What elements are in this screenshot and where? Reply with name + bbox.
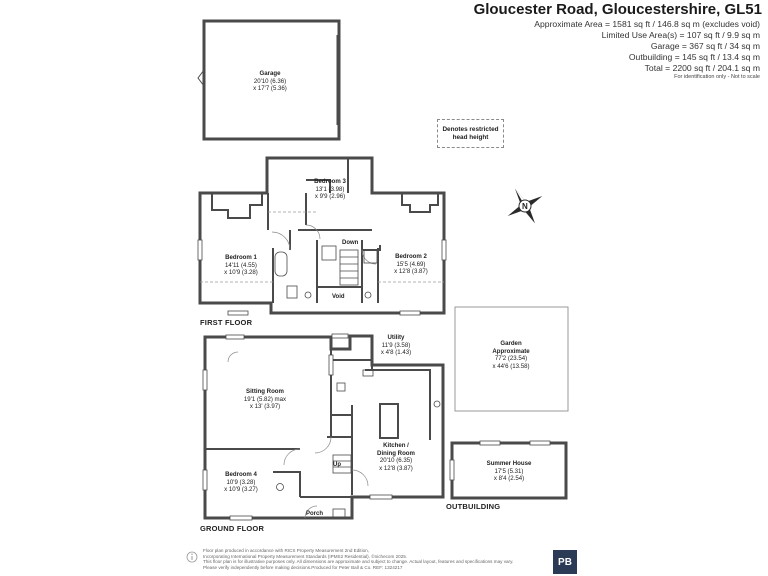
footer-line: Floor plan produced in accordance with R… bbox=[203, 548, 369, 553]
room-dimension: 13'1 (3.98) bbox=[315, 185, 345, 193]
room-bedroom-3: Bedroom 3 13'1 (3.98) x 9'9 (2.96) bbox=[314, 178, 346, 201]
room-dimension: 77'2 (23.54) bbox=[494, 355, 528, 363]
void-label: Void bbox=[332, 294, 345, 300]
area-total: Total = 2200 sq ft / 204.1 sq m bbox=[644, 63, 760, 73]
room-dimension: 20'10 (6.36) bbox=[253, 77, 287, 85]
identification-note: For identification only - Not to scale bbox=[674, 74, 760, 80]
room-dimension: 15'5 (4.69) bbox=[396, 260, 426, 268]
ground-floor-outline bbox=[203, 334, 445, 520]
area-garage: Garage = 367 sq ft / 34 sq m bbox=[650, 41, 760, 51]
room-bedroom-2: Bedroom 2 15'5 (4.69) x 12'8 (3.87) bbox=[394, 253, 428, 276]
room-name: Bedroom 2 bbox=[395, 253, 427, 260]
page-title: Gloucester Road, Gloucestershire, GL51 bbox=[473, 1, 762, 18]
room-bedroom-4: Bedroom 4 10'9 (3.28) x 10'9 (3.27) bbox=[224, 471, 258, 494]
room-dimension: 10'9 (3.28) bbox=[226, 478, 256, 486]
info-icon bbox=[186, 551, 198, 563]
legend-line-1: Denotes restricted bbox=[442, 125, 499, 133]
room-kitchen-dining: Kitchen / Dining Room 20'10 (6.35) x 12'… bbox=[377, 442, 415, 472]
pb-logo: PB bbox=[553, 550, 577, 574]
first-floor-outline bbox=[198, 156, 446, 315]
room-dimension: x 8'4 (2.54) bbox=[493, 475, 525, 483]
room-name: Sitting Room bbox=[246, 388, 284, 395]
area-limited-use: Limited Use Area(s) = 107 sq ft / 9.9 sq… bbox=[601, 30, 760, 40]
room-dimension: 19'1 (5.82) max bbox=[243, 395, 287, 403]
room-name: Garage bbox=[259, 70, 281, 77]
room-name: Bedroom 4 bbox=[225, 471, 257, 478]
compass-icon bbox=[507, 188, 543, 224]
room-name: Utility bbox=[387, 334, 405, 341]
room-dimension: x 44'6 (13.58) bbox=[492, 362, 530, 370]
room-name: Kitchen / bbox=[383, 442, 409, 449]
area-outbuilding: Outbuilding = 145 sq ft / 13.4 sq m bbox=[628, 52, 760, 62]
room-name: Summer House bbox=[486, 460, 532, 467]
room-bedroom-1: Bedroom 1 14'11 (4.55) x 10'9 (3.28) bbox=[224, 254, 258, 277]
room-name: Dining Room bbox=[377, 449, 415, 457]
footer-disclaimer: Floor plan produced in accordance with R… bbox=[203, 548, 555, 570]
room-garage: Garage 20'10 (6.36) x 17'7 (5.36) bbox=[253, 70, 287, 93]
outbuilding-label: OUTBUILDING bbox=[446, 502, 501, 511]
area-approximate: Approximate Area = 1581 sq ft / 146.8 sq… bbox=[534, 19, 760, 29]
stairs-down-label: Down bbox=[342, 240, 359, 246]
room-dimension: 11'9 (3.58) bbox=[381, 341, 411, 349]
room-dimension: x 12'8 (3.87) bbox=[394, 268, 428, 276]
room-dimension: 17'5 (5.31) bbox=[494, 467, 524, 475]
legend-line-2: head height bbox=[452, 133, 489, 141]
room-summer-house: Summer House 17'5 (5.31) x 8'4 (2.54) bbox=[487, 460, 532, 483]
footer-line: Incorporating International Property Mea… bbox=[203, 553, 408, 559]
compass-north-letter: N bbox=[522, 202, 528, 211]
room-dimension: x 4'8 (1.43) bbox=[380, 349, 412, 357]
room-dimension: x 12'8 (3.87) bbox=[379, 464, 413, 472]
first-floor-label: FIRST FLOOR bbox=[200, 318, 253, 327]
garden-outline bbox=[454, 306, 569, 412]
restricted-head-height-legend: Denotes restricted head height bbox=[437, 119, 504, 148]
room-dimension: x 9'9 (2.96) bbox=[314, 193, 346, 201]
garage-outline bbox=[202, 19, 341, 141]
room-dimension: x 17'7 (5.36) bbox=[253, 85, 287, 93]
room-name: Bedroom 3 bbox=[314, 178, 346, 185]
room-dimension: x 10'9 (3.28) bbox=[224, 269, 258, 277]
footer-line: This floor plan is for illustrative purp… bbox=[203, 559, 514, 565]
porch-label: Porch bbox=[306, 511, 324, 517]
room-garden: Garden Approximate 77'2 (23.54) x 44'6 (… bbox=[492, 340, 529, 370]
room-sitting-room: Sitting Room 19'1 (5.82) max x 13' (3.97… bbox=[244, 388, 286, 411]
room-dimension: x 13' (3.97) bbox=[249, 403, 281, 411]
ground-floor-label: GROUND FLOOR bbox=[200, 524, 265, 533]
room-dimension: 14'11 (4.55) bbox=[225, 261, 257, 269]
stairs-up-label: Up bbox=[333, 462, 341, 468]
room-dimension: x 10'9 (3.27) bbox=[224, 486, 258, 494]
room-dimension: 20'10 (6.35) bbox=[379, 457, 413, 465]
room-name: Approximate bbox=[492, 347, 530, 355]
room-name: Bedroom 1 bbox=[225, 254, 257, 261]
room-name: Garden bbox=[500, 340, 522, 347]
room-utility: Utility 11'9 (3.58) x 4'8 (1.43) bbox=[381, 334, 411, 357]
footer-line: Please verify independently before makin… bbox=[203, 564, 403, 570]
